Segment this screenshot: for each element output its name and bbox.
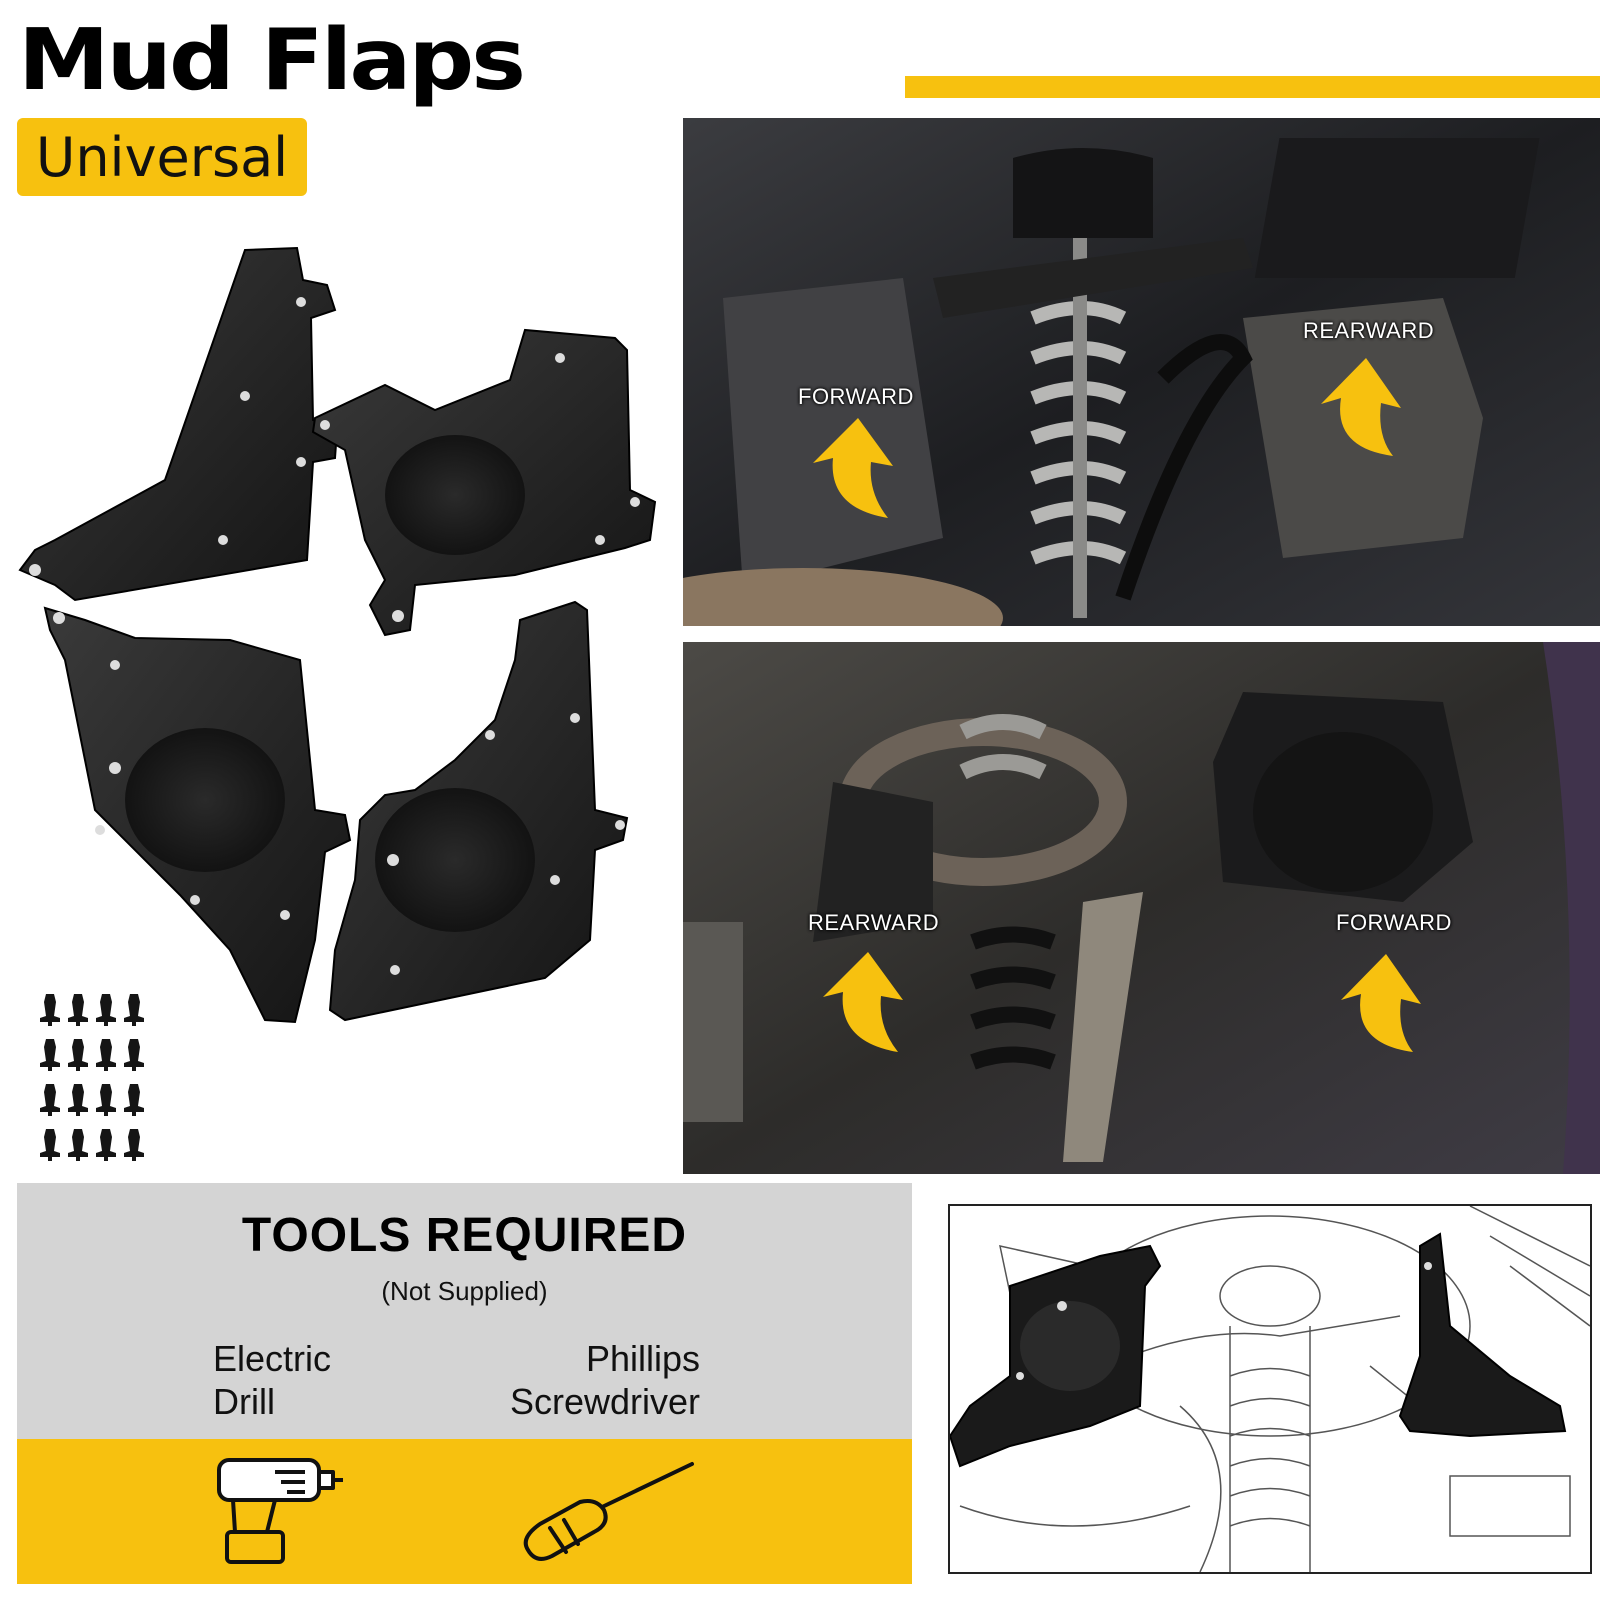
forward-label: FORWARD	[798, 384, 914, 409]
badge-label: Universal	[35, 125, 289, 189]
installation-diagram	[948, 1204, 1592, 1574]
mud-flap-part-1	[18, 246, 339, 602]
tools-subtitle: (Not Supplied)	[381, 1276, 548, 1306]
tool-electric-drill: Electric Drill	[213, 1337, 331, 1423]
mud-flap-installed-right	[1398, 1232, 1567, 1438]
tool-phillips-screwdriver: Phillips Screwdriver	[460, 1337, 700, 1423]
tools-icon-strip	[17, 1439, 912, 1584]
universal-badge: Universal	[17, 118, 307, 196]
mud-flaps-product-image	[18, 246, 657, 1024]
rearward-arrow-icon	[823, 952, 903, 1052]
tools-panel	[17, 1183, 912, 1439]
installed-photo-bottom: REARWARD FORWARD	[683, 642, 1600, 1174]
rearward-label: REARWARD	[808, 910, 940, 935]
installed-photo-top: FORWARD REARWARD	[683, 118, 1600, 626]
tools-title: TOOLS REQUIRED	[241, 1209, 688, 1262]
push-clips-icon	[40, 994, 144, 1161]
screwdriver-icon	[523, 1462, 694, 1561]
forward-label: FORWARD	[1336, 910, 1452, 935]
rearward-arrow-icon	[1321, 358, 1401, 456]
drill-icon	[217, 1458, 343, 1564]
tool-left-line1: Electric	[213, 1338, 332, 1379]
forward-arrow-icon	[813, 418, 893, 518]
tool-left-line2: Drill	[213, 1381, 275, 1423]
rearward-label: REARWARD	[1303, 318, 1435, 343]
forward-arrow-icon	[1341, 954, 1421, 1052]
accent-bar	[905, 76, 1600, 98]
tool-right-line2: Screwdriver	[509, 1381, 700, 1423]
tool-right-line1: Phillips	[585, 1338, 700, 1379]
page-title: Mud Flaps	[18, 10, 526, 110]
